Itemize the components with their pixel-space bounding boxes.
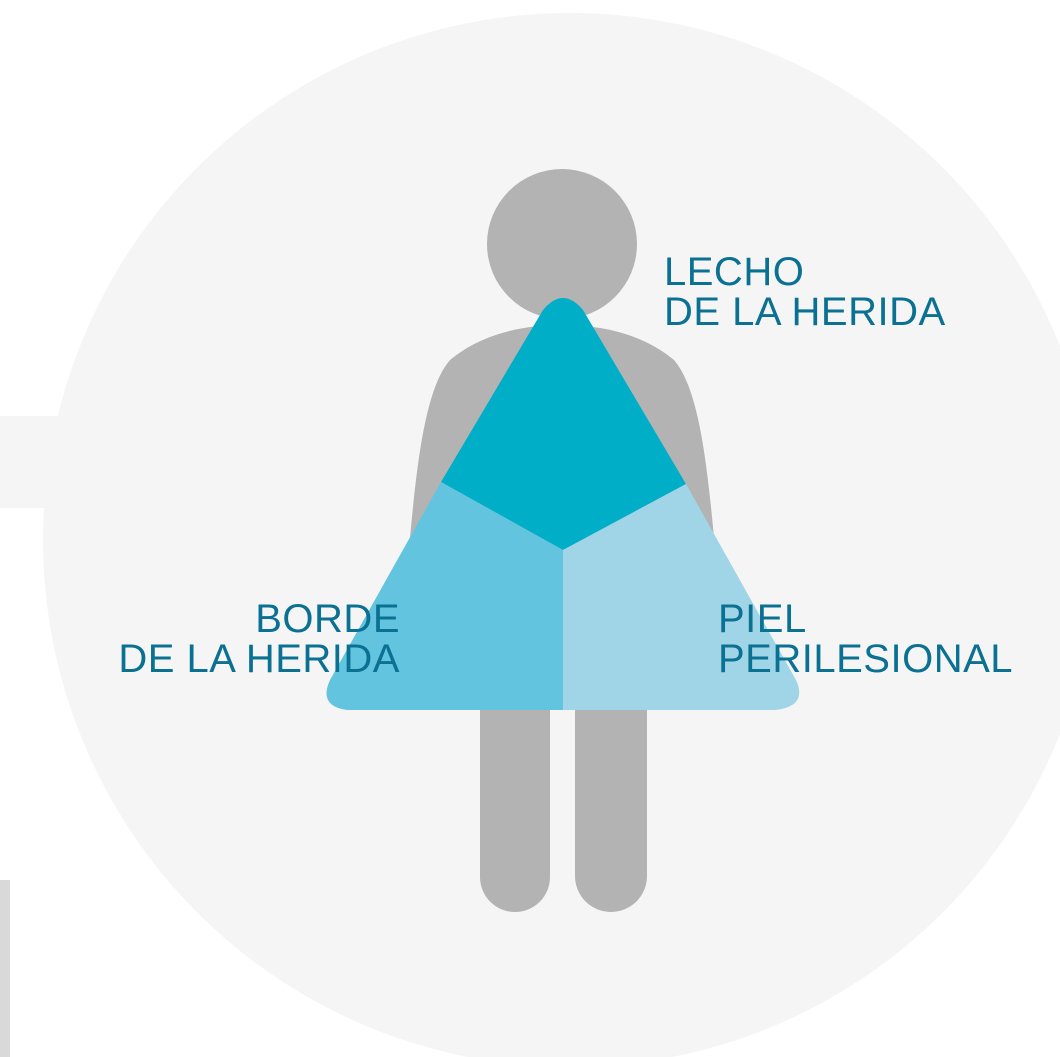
label-lecho-de-la-herida: LECHO DE LA HERIDA [664, 252, 946, 332]
label-piel-line2: PERILESIONAL [718, 637, 1014, 681]
label-lecho-line2: DE LA HERIDA [664, 290, 946, 334]
label-borde-de-la-herida: BORDE DE LA HERIDA [92, 599, 400, 679]
person-left-leg [480, 660, 550, 912]
wound-triangle [326, 298, 800, 710]
label-borde-line2: DE LA HERIDA [118, 637, 400, 681]
person-right-leg [575, 660, 647, 912]
triangle-section-lecho [441, 298, 686, 550]
triangle-section-piel [563, 484, 800, 710]
label-borde-line1: BORDE [255, 597, 400, 641]
label-piel-line1: PIEL [718, 597, 807, 641]
triangle-section-borde [326, 482, 563, 710]
edge-bar [0, 880, 10, 1057]
person-head [487, 169, 637, 319]
label-piel-perilesional: PIEL PERILESIONAL [718, 599, 1013, 679]
label-lecho-line1: LECHO [664, 250, 805, 294]
